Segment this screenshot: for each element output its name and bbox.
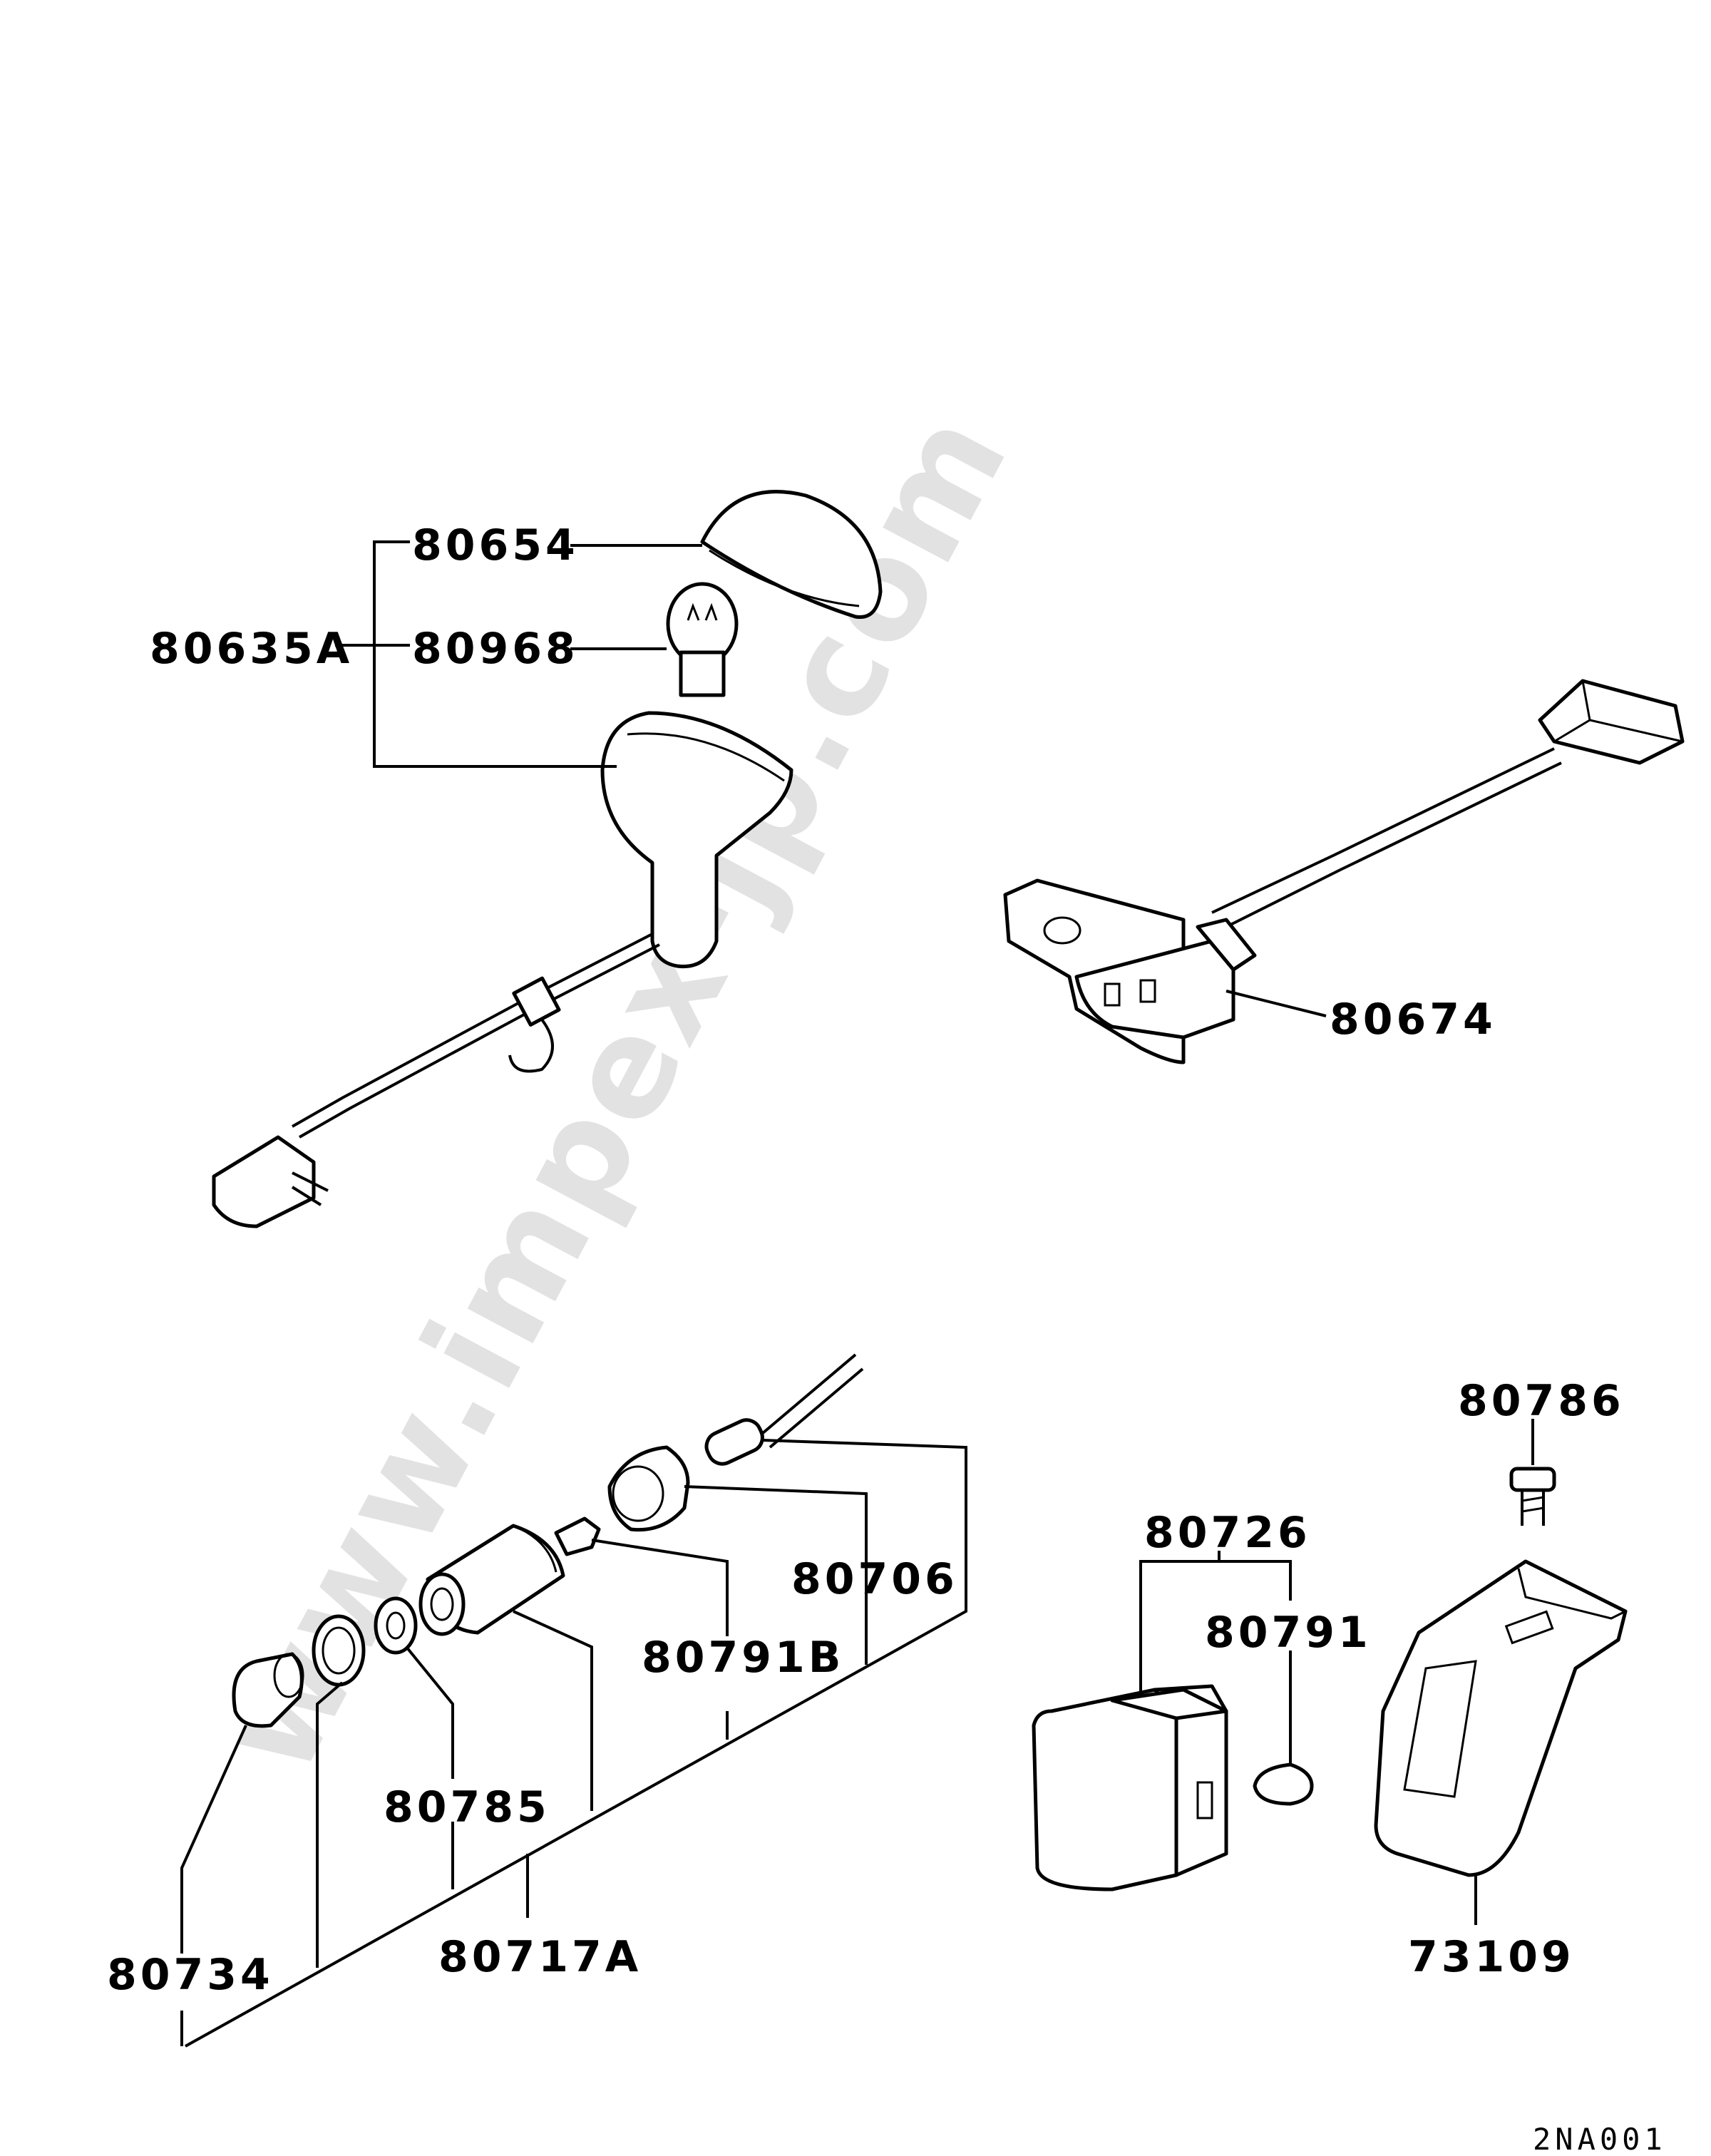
label-80734: 80734 [107,1950,274,2000]
switch-assembly [1032,1684,1314,1891]
leader-lines [180,540,1534,2048]
socket-bracket [1003,679,1685,1064]
part-labels: 80654 80635A 80968 80674 80786 80726 807… [107,520,1667,2156]
label-80791: 80791 [1205,1608,1372,1658]
label-80706: 80706 [791,1554,958,1604]
label-80968: 80968 [412,624,579,674]
label-80717A: 80717A [438,1932,642,1982]
label-80726: 80726 [1144,1508,1311,1558]
cigar-lighter-assembly [232,1353,864,1728]
label-80654: 80654 [412,520,579,570]
cover-assembly [1374,1467,1628,1877]
label-80674: 80674 [1330,995,1496,1044]
label-80786: 80786 [1458,1376,1625,1426]
label-80785: 80785 [384,1782,550,1832]
label-80791B: 80791B [642,1633,844,1683]
label-73109: 73109 [1408,1932,1575,1982]
label-80635A: 80635A [150,624,353,674]
lamp-assembly [212,490,883,1228]
diagram-code: 2NA001 [1533,2122,1667,2156]
